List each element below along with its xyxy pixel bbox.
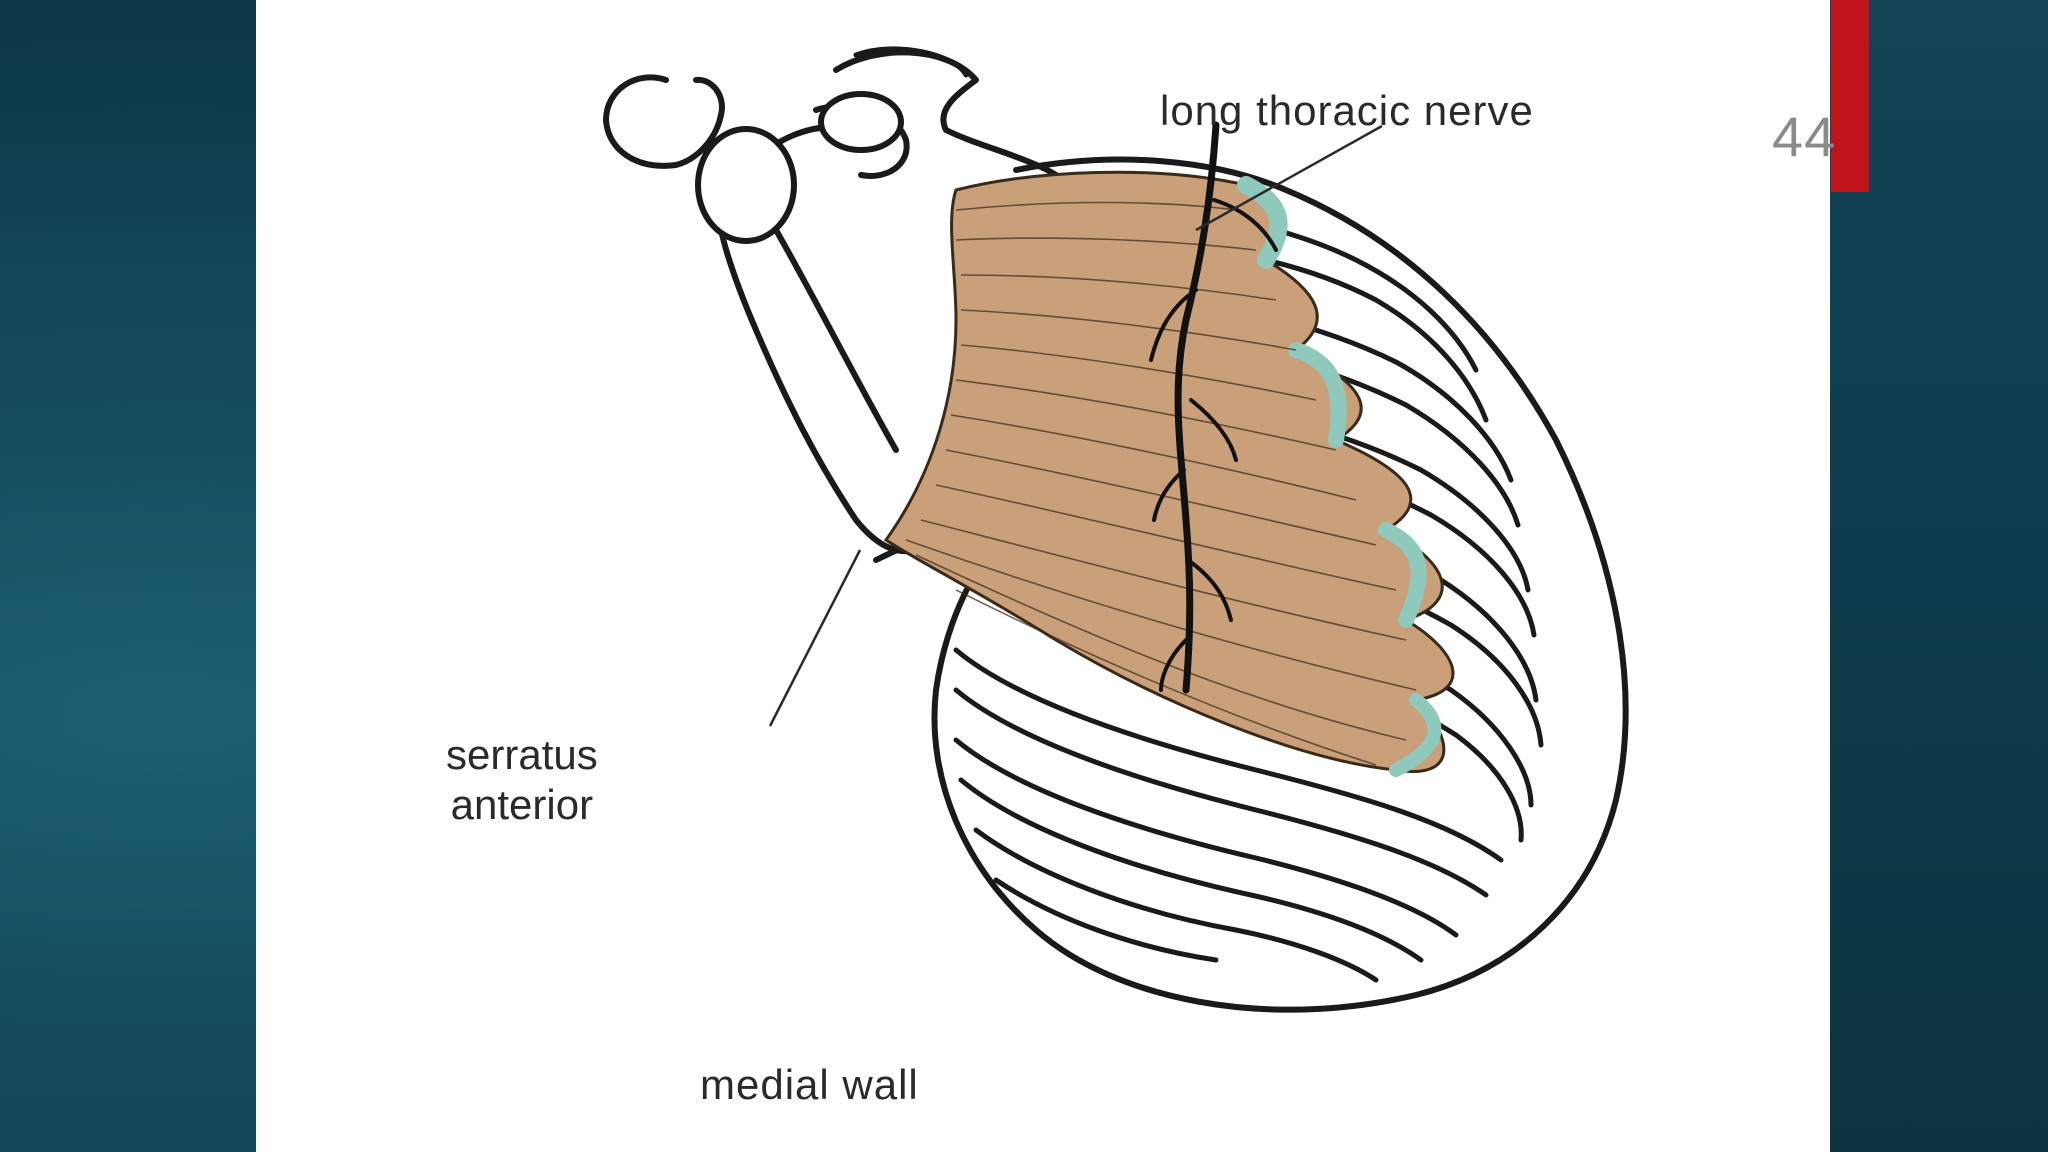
first-rib <box>833 49 1079 193</box>
serratus-anterior-illustration <box>603 46 1629 1013</box>
slide-number: 44 <box>1772 105 1837 168</box>
accent-bar <box>1831 0 1869 192</box>
label-serratus-line2: anterior <box>450 780 594 828</box>
content-panel: long thoracic nerve serratus anterior me… <box>256 0 1830 1152</box>
label-serratus-line1: serratus <box>446 731 598 778</box>
slide-background-right <box>1830 0 2048 1152</box>
label-serratus-anterior: serratus anterior <box>446 730 598 829</box>
label-long-thoracic-nerve: long thoracic nerve <box>1160 87 1534 134</box>
serratus-anterior-muscle <box>883 170 1455 777</box>
clavicle-tip <box>853 46 969 78</box>
rib-cage-outline <box>931 156 1629 1013</box>
serratus-leader-line <box>768 549 862 727</box>
humeral-head <box>695 126 797 244</box>
figure-caption: medial wall <box>700 1061 919 1108</box>
nerve-leader-line <box>1195 124 1383 232</box>
